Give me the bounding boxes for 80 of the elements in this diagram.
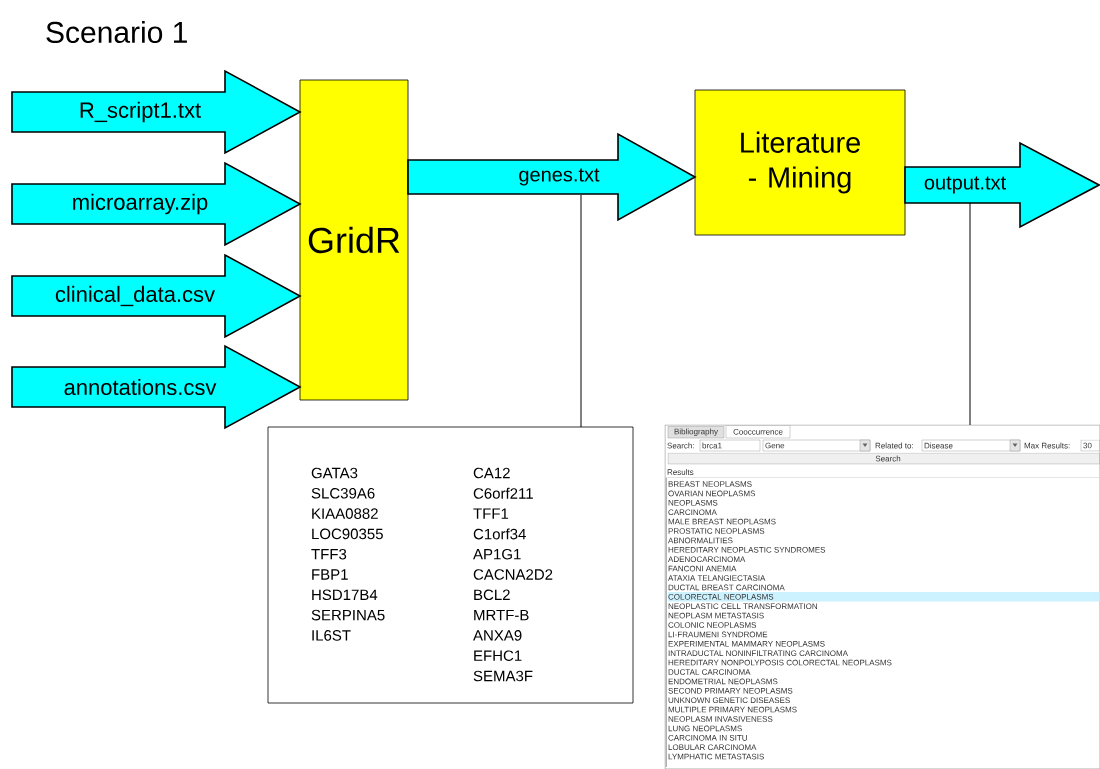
app-screenshot [664, 424, 1100, 769]
result-row: NEOPLASTIC CELL TRANSFORMATION [668, 603, 817, 610]
search-button: Search [667, 452, 1100, 465]
result-row: FANCONI ANEMIA [668, 565, 737, 572]
block-arrow [11, 344, 302, 430]
gene-name: C6orf211 [473, 487, 533, 499]
result-row: LUNG NEOPLASMS [668, 725, 742, 732]
result-row: ENDOMETRIAL NEOPLASMS [668, 678, 778, 685]
gene-name: CACNA2D2 [473, 569, 553, 580]
tab: Bibliography [667, 426, 725, 439]
result-row: CARCINOMA [668, 509, 717, 516]
result-row: BREAST NEOPLASMS [668, 481, 752, 487]
result-row: MALE BREAST NEOPLASMS [668, 518, 776, 525]
edge-label: clinical_data.csv [55, 285, 215, 307]
edge-label: genes.txt [519, 168, 600, 186]
result-row: PROSTATIC NEOPLASMS [668, 528, 765, 534]
result-row: LI-FRAUMENI SYNDROME [668, 631, 768, 638]
result-row: EXPERIMENTAL MAMMARY NEOPLASMS [668, 641, 825, 647]
block-arrow [904, 141, 1100, 229]
edge-label: microarray.zip [73, 193, 208, 215]
process-box: Literature - Mining [694, 89, 906, 236]
dropdown: Gene [762, 439, 871, 452]
block-arrow [11, 69, 302, 155]
gene-name: FBP1 [312, 569, 348, 580]
block-arrow [11, 253, 302, 339]
result-row: DUCTAL CARCINOMA [668, 669, 751, 675]
edge-label: R_script1.txt [80, 101, 201, 123]
gene-name: EFHC1 [474, 650, 522, 661]
input-field: brca1 [699, 439, 761, 452]
selected-row: COLORECTAL NEOPLASMS [668, 592, 1100, 602]
gene-name: AP1G1 [473, 548, 521, 560]
field-label: Search: [667, 442, 694, 449]
gene-name: MRTF-B [474, 609, 529, 621]
title: Scenario 1 [46, 21, 187, 43]
result-row: MULTIPLE PRIMARY NEOPLASMS [668, 706, 797, 713]
gene-name: CA12 [473, 467, 510, 479]
gene-name: SEMA3F [473, 670, 533, 682]
gene-name: LOC90355 [312, 528, 383, 540]
tab: Cooccurrence [725, 425, 791, 439]
results-heading: Results [667, 469, 694, 475]
edge-label: annotations.csv [64, 378, 217, 396]
gene-name: IL6ST [312, 630, 351, 641]
result-row: DUCTAL BREAST CARCINOMA [668, 584, 785, 591]
gene-name: C1orf34 [473, 528, 526, 540]
result-row: INTRADUCTAL NONINFILTRATING CARCINOMA [668, 650, 848, 657]
gene-name: SERPINA5 [311, 609, 385, 621]
gene-name: TFF1 [473, 508, 509, 519]
input-field: 30 [1080, 439, 1100, 452]
leader-line [580, 194, 582, 428]
result-row: UNKNOWN GENETIC DISEASES [668, 697, 790, 704]
leader-line [969, 202, 971, 426]
dropdown: Disease [921, 439, 1021, 452]
gene-name: GATA3 [311, 467, 358, 479]
result-row: NEOPLASM INVASIVENESS [668, 716, 773, 722]
field-label: Related to: [875, 442, 913, 449]
result-row: SECOND PRIMARY NEOPLASMS [668, 688, 793, 694]
result-row: OVARIAN NEOPLASMS [668, 490, 756, 497]
result-row: ATAXIA TELANGIECTASIA [668, 575, 766, 581]
process-box: GridR [299, 79, 409, 401]
gene-name: KIAA0882 [312, 508, 378, 519]
result-row: HEREDITARY NONPOLYPOSIS COLORECTAL NEOPLASMS [668, 659, 892, 666]
gene-name: ANXA9 [473, 630, 522, 641]
gene-name: HSD17B4 [312, 589, 378, 601]
result-row: HEREDITARY NEOPLASTIC SYNDROMES [668, 547, 826, 553]
result-row: CARCINOMA IN SITU [668, 735, 747, 741]
gene-name: TFF3 [311, 548, 347, 560]
result-row: NEOPLASMS [668, 500, 718, 506]
field-label: Max Results: [1024, 442, 1070, 449]
result-row: LOBULAR CARCINOMA [668, 744, 757, 751]
result-row: COLONIC NEOPLASMS [668, 622, 757, 628]
gene-name: SLC39A6 [311, 488, 375, 499]
result-row: ABNORMALITIES [668, 537, 733, 544]
block-arrow [11, 161, 302, 247]
edge-label: output.txt [924, 176, 1006, 194]
result-row: NEOPLASM METASTASIS [668, 612, 764, 619]
result-row: ADENOCARCINOMA [668, 556, 746, 563]
block-arrow [407, 132, 697, 222]
gene-name: BCL2 [474, 589, 510, 601]
result-row: LYMPHATIC METASTASIS [668, 753, 764, 760]
gene-list-box [267, 426, 634, 704]
